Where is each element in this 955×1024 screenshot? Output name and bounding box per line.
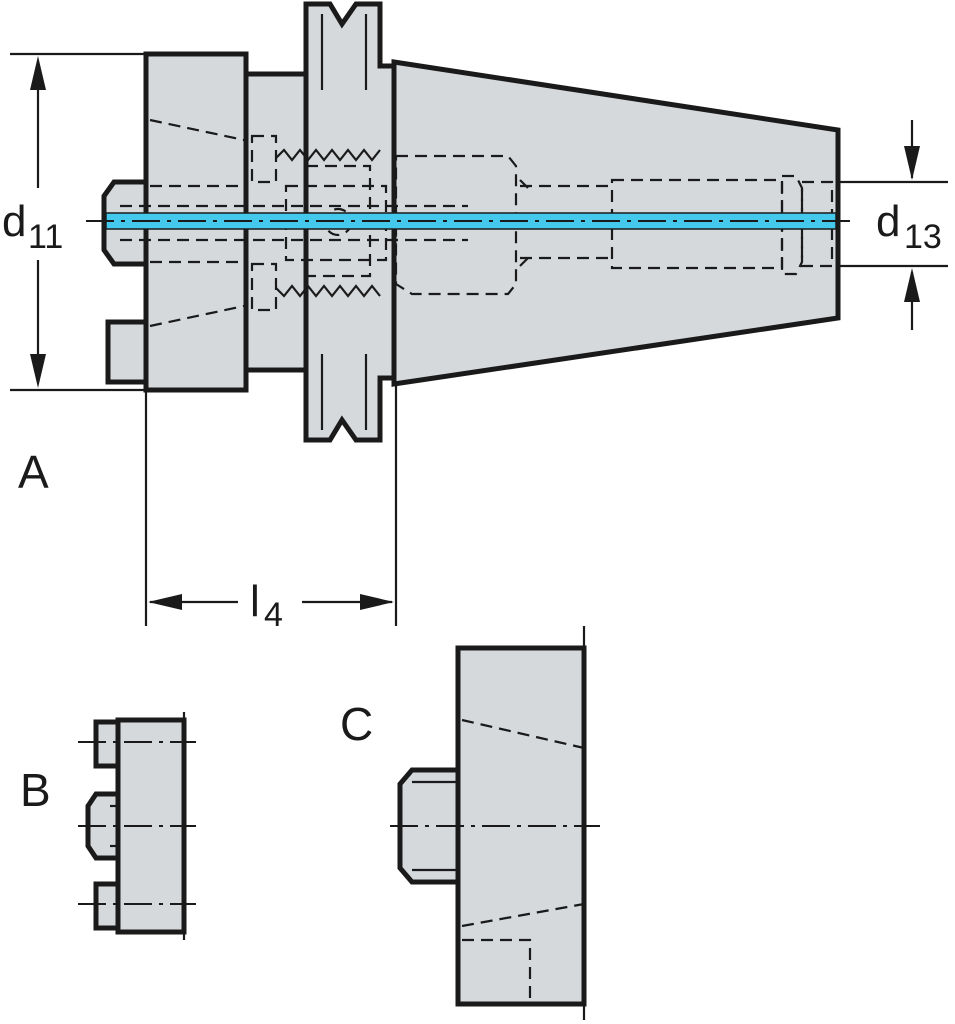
view-b-detail xyxy=(78,712,196,940)
view-a-label: A xyxy=(18,446,49,498)
view-b-label: B xyxy=(20,764,51,816)
l4-subscript: 4 xyxy=(264,596,283,634)
dimension-l4: l 4 xyxy=(144,386,398,634)
d11-label: d xyxy=(2,197,26,246)
l4-label: l xyxy=(250,577,260,626)
view-c-label: C xyxy=(340,698,373,750)
dimension-d11: d 11 xyxy=(2,52,146,392)
view-a-adapter xyxy=(86,1,850,443)
d11-subscript: 11 xyxy=(28,218,63,256)
d13-label: d xyxy=(876,197,900,246)
dimension-d13: d 13 xyxy=(838,120,948,330)
d13-subscript: 13 xyxy=(904,218,942,256)
drive-lug xyxy=(105,319,149,385)
view-c-detail xyxy=(390,626,600,1020)
